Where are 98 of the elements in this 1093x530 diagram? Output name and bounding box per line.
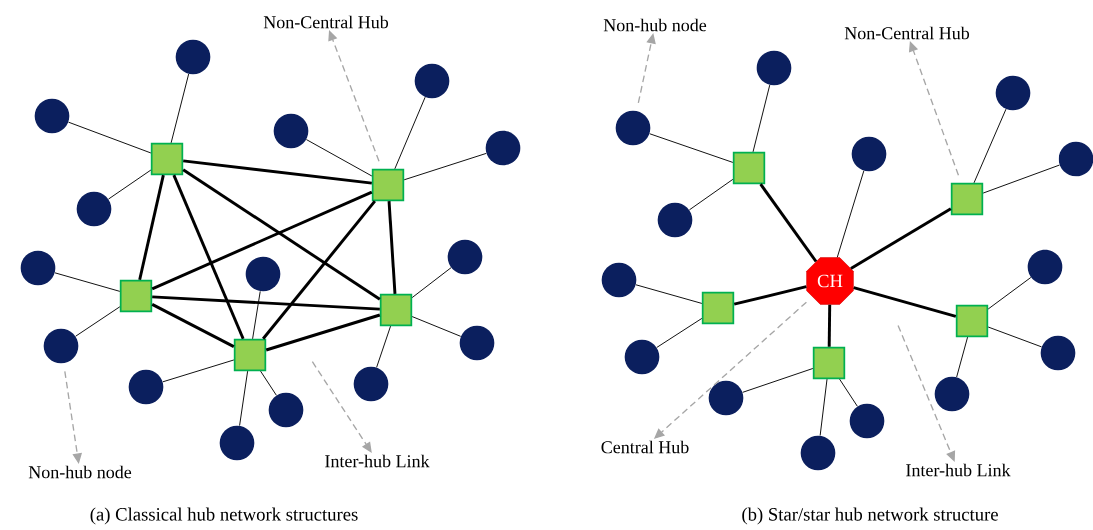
node-circle: [657, 202, 693, 238]
connector-line: [170, 73, 190, 144]
hub-square: [812, 346, 846, 380]
caption: (b) Star/star hub network structure: [742, 507, 998, 525]
connector-line: [635, 284, 703, 304]
node-circle: [849, 403, 885, 439]
connector-line: [252, 290, 261, 340]
connector-line: [403, 152, 487, 181]
node-circle: [268, 392, 304, 428]
connector-line: [987, 277, 1032, 310]
connector-line: [68, 121, 152, 154]
node-circle: [414, 63, 450, 99]
node-circle: [76, 191, 112, 227]
connector-line: [688, 178, 734, 211]
node-circle: [756, 50, 792, 86]
inter-hub-link: [759, 183, 818, 263]
node-circle: [601, 262, 637, 298]
node-circle: [934, 376, 970, 412]
connector-line: [162, 359, 235, 383]
hub-square: [955, 304, 989, 338]
node-circle: [800, 435, 836, 471]
node-circle: [485, 130, 521, 166]
node-circle: [615, 110, 651, 146]
inter-hub-link: [138, 174, 165, 281]
annotation-text: Inter-hub Link: [325, 454, 430, 468]
inter-hub-link: [850, 207, 952, 270]
caption: (a) Classical hub network structures: [90, 507, 358, 525]
connector-line: [836, 170, 865, 258]
node-circle: [995, 75, 1031, 111]
node-circle: [34, 98, 70, 134]
node-circle: [459, 325, 495, 361]
connector-line: [987, 326, 1042, 348]
node-circle: [175, 39, 211, 75]
annotation-text: Inter-hub Link: [906, 463, 1011, 477]
connector-line: [260, 370, 277, 396]
connector-line: [411, 316, 462, 337]
hub-square: [233, 338, 267, 372]
inter-hub-link: [182, 168, 381, 301]
node-circle: [273, 113, 309, 149]
inter-hub-link: [183, 159, 372, 185]
annotation-text: Non-hub node: [603, 18, 707, 32]
connector-line: [982, 164, 1060, 194]
hub-square: [371, 168, 405, 202]
annotation-text: Non-hub node: [28, 465, 132, 479]
connector-line: [656, 317, 703, 348]
connector-line: [75, 306, 121, 337]
leader-arrow: [637, 33, 656, 104]
inter-hub-link: [827, 304, 832, 347]
inter-hub-link: [262, 200, 376, 340]
node-circle: [1027, 249, 1063, 285]
hub-square: [119, 279, 153, 313]
inter-hub-link: [172, 174, 245, 340]
node-circle: [851, 136, 887, 172]
connector-line: [973, 108, 1007, 184]
node-circle: [447, 239, 483, 275]
leader-arrow: [908, 41, 960, 176]
connector-line: [239, 370, 249, 427]
connector-line: [108, 169, 152, 200]
connector-line: [819, 378, 828, 436]
node-circle: [20, 250, 56, 286]
node-circle: [219, 425, 255, 461]
inter-hub-link: [733, 285, 807, 306]
connector-line: [956, 336, 969, 378]
leader-arrow: [897, 324, 956, 462]
annotation-text: Central Hub: [601, 440, 689, 454]
leader-arrow: [64, 370, 82, 464]
connector-line: [649, 133, 734, 163]
node-circle: [708, 380, 744, 416]
hub-square: [701, 291, 735, 325]
node-circle: [128, 369, 164, 405]
connector-line: [752, 84, 771, 153]
inter-hub-link: [265, 313, 381, 352]
connector-line: [305, 139, 373, 177]
annotation-text: Non-Central Hub: [844, 26, 970, 40]
inter-hub-link: [151, 190, 373, 291]
connector-line: [742, 368, 814, 393]
inter-hub-link: [387, 201, 397, 294]
connector-line: [411, 267, 452, 298]
hub-square: [150, 142, 184, 176]
hub-square: [732, 151, 766, 185]
connector-line: [54, 272, 121, 292]
node-circle: [353, 366, 389, 402]
leader-arrow: [311, 361, 372, 453]
annotation-text: Non-Central Hub: [263, 15, 389, 29]
node-circle: [43, 328, 79, 364]
inter-hub-link: [152, 295, 380, 311]
connector-line: [376, 325, 391, 368]
inter-hub-link: [853, 286, 957, 318]
leader-arrow: [328, 30, 380, 162]
connector-line: [839, 378, 858, 407]
node-circle: [245, 256, 281, 292]
inter-hub-link: [151, 303, 235, 348]
central-hub-octagon: CH: [806, 257, 854, 305]
node-circle: [624, 339, 660, 375]
hub-square: [379, 293, 413, 327]
node-circle: [1040, 335, 1076, 371]
connector-line: [394, 96, 426, 170]
hub-square: [950, 182, 984, 216]
